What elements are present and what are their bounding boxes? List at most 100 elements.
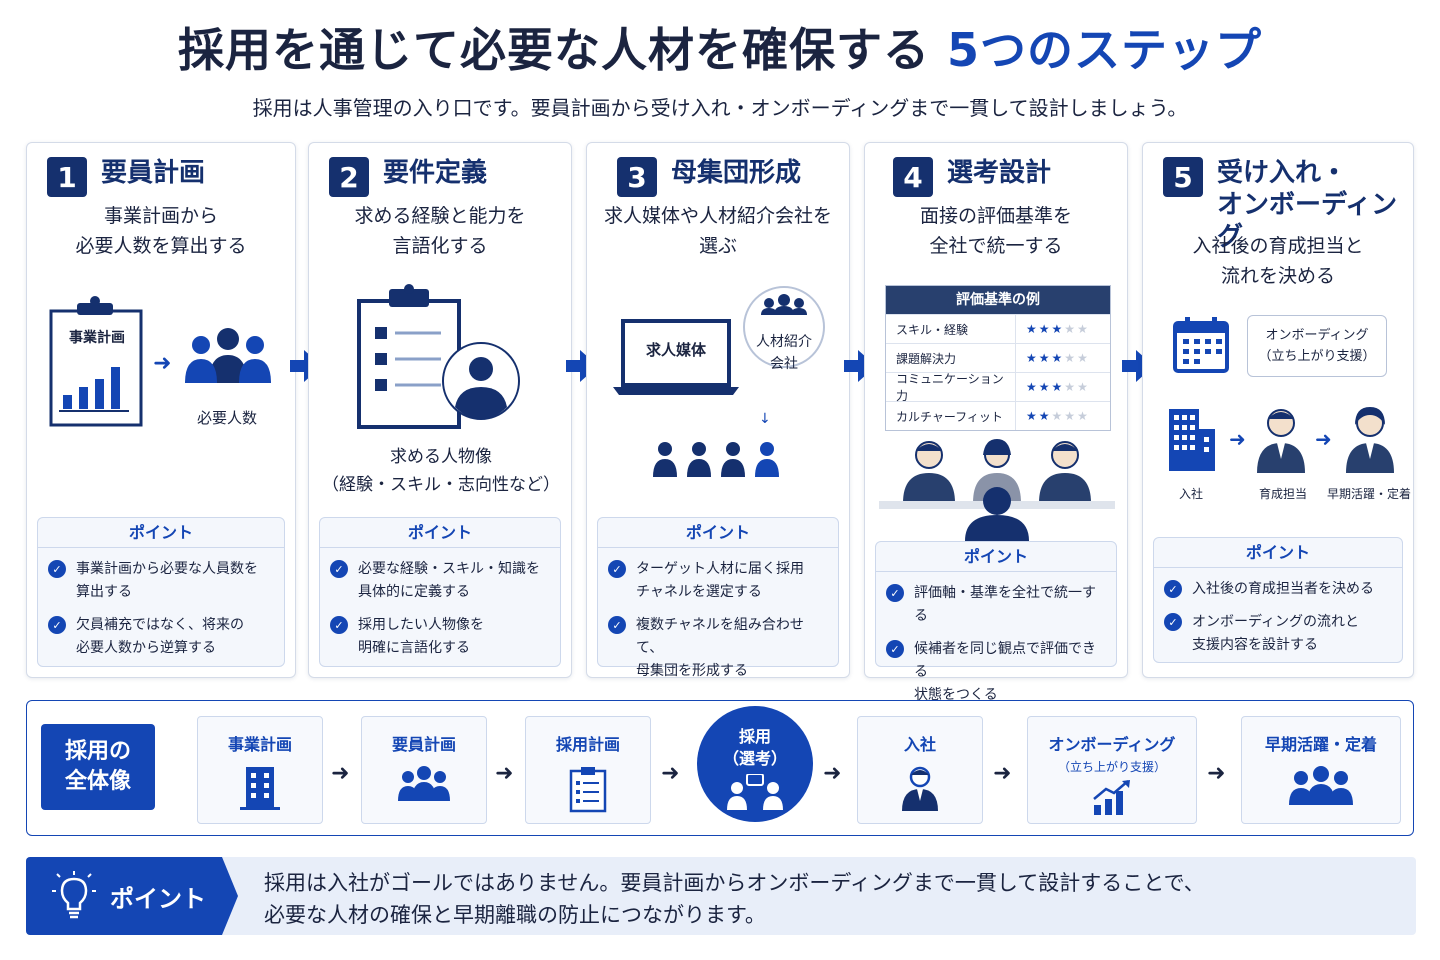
- star-icon: ★: [1026, 322, 1039, 336]
- step-title: 要件定義: [383, 158, 488, 188]
- criterion-label: 課題解決力: [886, 344, 1016, 372]
- growth-chart-icon: [1093, 780, 1130, 815]
- page-subtitle: 採用は人事管理の入り口です。要員計画から受け入れ・オンボーディングまで一貫して設…: [252, 96, 1188, 120]
- lightbulb-icon: [52, 871, 96, 919]
- star-icon: ★: [1064, 351, 1078, 365]
- star-icon: ★: [1026, 409, 1039, 423]
- flow-arrow-icon: ➜: [993, 761, 1012, 786]
- arrow-right-icon: ➜: [1229, 427, 1246, 451]
- flow-arrow-icon: ➜: [661, 761, 680, 786]
- arrow-down-icon: ↓: [759, 411, 771, 427]
- people-group-icon: [398, 766, 450, 801]
- point-box: ポイント ✓入社後の育成担当者を決める ✓オンボーディングの流れと 支援内容を設…: [1153, 537, 1403, 663]
- people-group-icon: [1289, 766, 1353, 805]
- overall-flow: 採用の 全体像 事業計画 ➜ 要員計画 ➜ 採用計画 ➜ 採用 （選考） ➜ 入…: [26, 700, 1414, 836]
- onboarding-bubble-label: オンボーディング （立ち上がり支援）: [1258, 328, 1376, 364]
- list-item: ✓複数チャネルを組み合わせて、 母集団を形成する: [608, 614, 828, 683]
- point-heading: ポイント: [1154, 538, 1402, 568]
- interview-icon: [727, 774, 783, 810]
- flow-arrow-icon: ➜: [1207, 761, 1226, 786]
- star-icon: ★: [1077, 322, 1090, 336]
- step-description: 事業計画から 必要人数を算出する: [75, 205, 247, 257]
- flow-item-settle: 早期活躍・定着: [1241, 716, 1401, 824]
- star-icon: ★: [1077, 409, 1090, 423]
- point-box: ポイント ✓評価軸・基準を全社で統一する ✓候補者を同じ観点で評価できる 状態を…: [875, 541, 1117, 703]
- step-title: 要員計画: [101, 158, 206, 188]
- flow-item-join: 入社: [857, 716, 983, 824]
- table-row: スキル・経験★★★★★: [886, 314, 1110, 343]
- banner-tag: ポイント: [26, 857, 238, 935]
- banner-tag-label: ポイント: [110, 885, 206, 913]
- step-number: 3: [617, 157, 657, 197]
- arrow-right-icon: ➜: [153, 351, 172, 376]
- point-box: ポイント ✓必要な経験・スキル・知識を 具体的に定義する ✓採用したい人物像を …: [319, 517, 561, 667]
- point-heading: ポイント: [320, 518, 560, 548]
- check-icon: ✓: [48, 560, 66, 578]
- step-number: 1: [47, 157, 87, 197]
- point-box: ポイント ✓ターゲット人材に届く採用 チャネルを選定する ✓複数チャネルを組み合…: [597, 517, 839, 679]
- star-icon: ★: [1077, 351, 1090, 365]
- persona-label: 求める人物像 （経験・スキル・志向性など）: [322, 447, 560, 495]
- check-icon: ✓: [48, 616, 66, 634]
- agency-bubble-icon: [743, 286, 825, 368]
- check-icon: ✓: [330, 560, 348, 578]
- criterion-label: スキル・経験: [886, 315, 1016, 343]
- new-hire-person-icon: [1346, 407, 1394, 473]
- step-description: 面接の評価基準を 全社で統一する: [919, 205, 1072, 257]
- join-label: 入社: [1178, 487, 1203, 501]
- step-number: 4: [893, 157, 933, 197]
- check-icon: ✓: [886, 640, 904, 658]
- list-item: ✓事業計画から必要な人員数を 算出する: [48, 558, 274, 604]
- star-icon: ★: [1026, 380, 1039, 394]
- settle-label: 早期活躍・定着: [1326, 487, 1411, 501]
- evaluation-criteria-table: 評価基準の例 スキル・経験★★★★★課題解決力★★★★★コミュニケーション力★★…: [885, 285, 1111, 431]
- onboarding-bubble: [1247, 315, 1387, 377]
- step-title: 母集団形成: [671, 158, 802, 188]
- building-icon: [240, 767, 280, 810]
- flow-item-recruitment-plan: 採用計画: [525, 716, 651, 824]
- table-row: カルチャーフィット★★★★★: [886, 401, 1110, 430]
- laptop-icon: [613, 319, 739, 395]
- star-icon: ★: [1064, 409, 1078, 423]
- list-item: ✓評価軸・基準を全社で統一する: [886, 582, 1106, 628]
- business-plan-label: 事業計画: [69, 330, 125, 346]
- business-plan-icon: [49, 296, 143, 427]
- list-item: ✓候補者を同じ観点で評価できる 状態をつくる: [886, 638, 1106, 707]
- step-number: 2: [329, 157, 369, 197]
- criterion-label: コミュニケーション力: [886, 372, 1016, 403]
- flow-arrow-icon: ➜: [823, 761, 842, 786]
- list-item: ✓ターゲット人材に届く採用 チャネルを選定する: [608, 558, 828, 604]
- step-title: 受け入れ・ オンボーディング: [1217, 158, 1398, 252]
- check-icon: ✓: [608, 616, 626, 634]
- star-icon: ★: [1077, 380, 1090, 394]
- flow-arrow-icon: ➜: [331, 761, 350, 786]
- star-icon: ★: [1064, 380, 1078, 394]
- flow-item-business-plan: 事業計画: [197, 716, 323, 824]
- check-icon: ✓: [1164, 613, 1182, 631]
- flow-item-staffing-plan: 要員計画: [361, 716, 487, 824]
- arrow-right-icon: ➜: [1315, 427, 1332, 451]
- key-point-banner: ポイント 採用は入社がゴールではありません。要員計画からオンボーディングまで一貫…: [26, 857, 1416, 935]
- point-heading: ポイント: [38, 518, 284, 548]
- onboarding-subtitle: （立ち上がり支援）: [1057, 760, 1166, 774]
- star-rating: ★★★★★: [1016, 322, 1090, 336]
- star-rating: ★★★★★: [1016, 409, 1090, 423]
- interview-panel-icon: [879, 439, 1115, 541]
- step-title: 選考設計: [947, 158, 1052, 188]
- agency-label: 人材紹介 会社: [756, 334, 812, 372]
- point-heading: ポイント: [876, 542, 1116, 572]
- title-main: 採用を通じて必要な人材を確保する: [177, 23, 930, 77]
- people-group-icon: [185, 328, 271, 383]
- star-icon: ★: [1051, 380, 1065, 394]
- person-icon: [902, 766, 938, 811]
- table-row: 課題解決力★★★★★: [886, 343, 1110, 372]
- star-icon: ★: [1051, 322, 1065, 336]
- page-title: 採用を通じて必要な人材を確保する 5つのステップ: [0, 14, 1440, 80]
- star-icon: ★: [1051, 351, 1065, 365]
- star-icon: ★: [1064, 322, 1078, 336]
- flow-label: 採用の 全体像: [41, 724, 155, 810]
- mentor-label: 育成担当: [1258, 487, 1307, 501]
